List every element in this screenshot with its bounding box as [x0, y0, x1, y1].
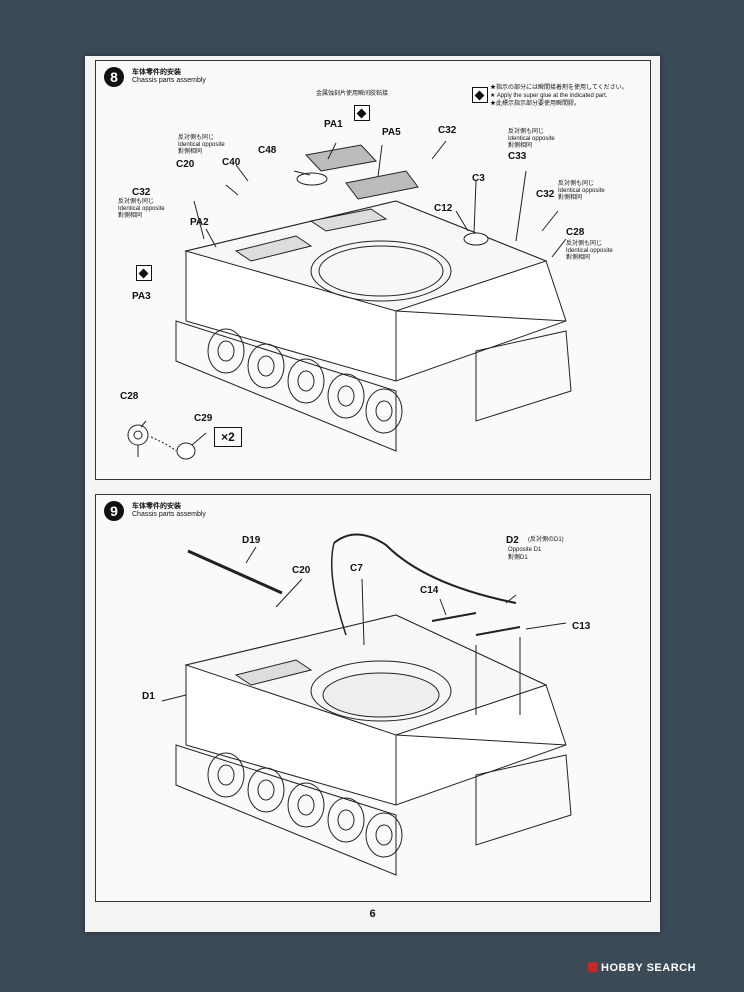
step-title-jp: 车体零件的安装 — [132, 503, 181, 510]
part-label-pa1: PA1 — [324, 119, 343, 130]
d2-note-en: Opposite D1 — [508, 547, 542, 553]
step-9-panel: 9 车体零件的安装 Chassis parts assembly — [95, 494, 651, 902]
step-title-jp: 车体零件的安装 — [132, 69, 181, 76]
part-label-c14: C14 — [420, 585, 439, 596]
part-label-c40: C40 — [222, 157, 241, 168]
d2-note-zh: 對側D1 — [508, 555, 528, 561]
glue-icon — [472, 87, 488, 103]
identical-note-jp: 反対側も同じ — [178, 135, 215, 141]
identical-note-en: Identical opposite — [178, 142, 225, 148]
identical-note-zh: 對側相同 — [508, 143, 533, 149]
part-label-c48: C48 — [258, 145, 277, 156]
part-label-c28: C28 — [120, 391, 139, 402]
part-label-c29: C29 — [194, 413, 213, 424]
part-label-d19: D19 — [242, 535, 261, 546]
part-label-pa3: PA3 — [132, 291, 151, 302]
page-number: 6 — [369, 908, 376, 920]
identical-note-en: Identical opposite — [558, 188, 605, 194]
identical-note-jp: 反対側も同じ — [566, 241, 603, 247]
part-label-pa2: PA2 — [190, 217, 209, 228]
part-label-d2: D2 — [506, 535, 519, 546]
step-number: 8 — [104, 67, 124, 87]
part-label-c12: C12 — [434, 203, 453, 214]
hobby-search-logo-icon — [588, 962, 598, 972]
part-label-pa5: PA5 — [382, 127, 401, 138]
identical-note-jp: 反対側も同じ — [508, 129, 545, 135]
glue-icon — [354, 105, 370, 121]
watermark: HOBBY SEARCH — [588, 962, 696, 974]
part-label-c28: C28 — [566, 227, 585, 238]
part-label-c7: C7 — [350, 563, 363, 574]
step-9-drawing — [161, 533, 572, 876]
glue-note-zh: ★此標示指示部分要使用瞬間膠。 — [490, 101, 581, 107]
identical-note-zh: 對側相同 — [558, 195, 583, 201]
step-title-en: Chassis parts assembly — [132, 511, 206, 518]
identical-note-zh: 對側相同 — [118, 213, 143, 219]
identical-note-en: Identical opposite — [508, 136, 555, 142]
photo-etch-note: 金属蚀刻片使用瞬间胶粘接 — [316, 91, 389, 97]
identical-note-jp: 反対側も同じ — [558, 181, 595, 187]
part-label-c20: C20 — [292, 565, 311, 576]
step-number: 9 — [104, 501, 124, 521]
part-label-c32: C32 — [438, 125, 457, 136]
part-label-c32: C32 — [132, 187, 151, 198]
watermark-text: HOBBY SEARCH — [601, 962, 697, 974]
identical-note-zh: 對側相同 — [178, 149, 203, 155]
part-label-d1: D1 — [142, 691, 155, 702]
instruction-sheet: 8 车体零件的安装 Chassis parts assembly 金属蚀刻片使用… — [85, 56, 660, 932]
part-label-c33: C33 — [508, 151, 527, 162]
step-8-panel: 8 车体零件的安装 Chassis parts assembly 金属蚀刻片使用… — [95, 60, 651, 480]
glue-note-en: ★ Apply the super glue at the indicated … — [490, 93, 608, 99]
glue-note-jp: ★指示の部分には瞬間接着剤を使用してください。 — [490, 85, 628, 91]
part-label-c13: C13 — [572, 621, 591, 632]
part-label-c20: C20 — [176, 159, 195, 170]
step-title-en: Chassis parts assembly — [132, 77, 206, 84]
identical-note-zh: 對側相同 — [566, 255, 591, 261]
part-label-c3: C3 — [472, 173, 485, 184]
d2-note-jp: (反対側のD1) — [528, 537, 564, 543]
identical-note-en: Identical opposite — [118, 206, 165, 212]
glue-icon — [136, 265, 152, 281]
part-label-c32: C32 — [536, 189, 555, 200]
identical-note-jp: 反対側も同じ — [118, 199, 155, 205]
quantity-multiplier: ×2 — [214, 427, 242, 447]
step-8-drawing — [127, 140, 572, 460]
identical-note-en: Identical opposite — [566, 248, 613, 254]
